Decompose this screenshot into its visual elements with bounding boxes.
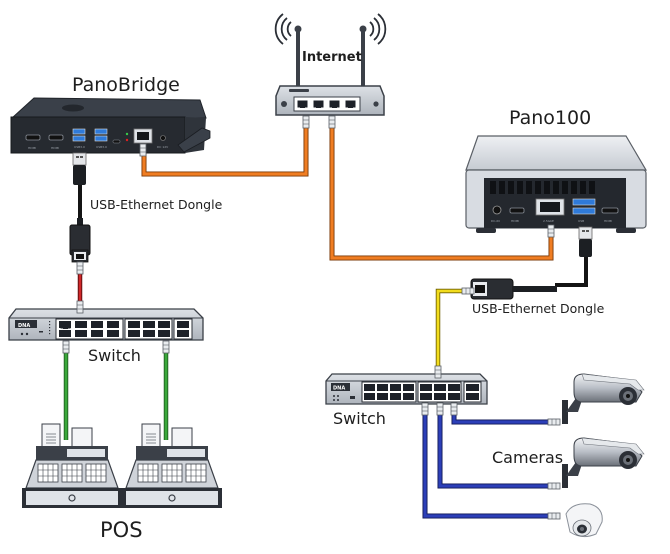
hdmi-port-icon <box>48 134 64 141</box>
port-label: USB3.0 <box>96 145 107 149</box>
cash-register-icon <box>122 423 222 508</box>
cable-switch-camera-3 <box>422 410 552 519</box>
network-switch-icon: DNA <box>325 365 488 416</box>
cable-dongle-switch-right <box>435 288 462 372</box>
security-camera-icon <box>547 437 645 490</box>
port-label: 2.5GbE <box>543 219 554 223</box>
cameras-label: Cameras <box>492 448 563 467</box>
router-label: Internet <box>302 50 362 65</box>
cable-panobridge-router <box>141 122 309 177</box>
cable-switch-camera-2 <box>437 410 552 489</box>
wifi-router-icon <box>274 13 387 129</box>
usb-cable-pano100-dongle <box>555 255 588 287</box>
cable-switch-camera-1 <box>451 410 552 425</box>
switch-badge: DNA <box>18 323 30 329</box>
network-switch-icon: DNA <box>8 300 204 354</box>
port-label: HDMI <box>28 146 36 150</box>
security-camera-icon <box>547 373 645 426</box>
port-label: USB <box>578 219 584 223</box>
port-label: HDMI <box>604 219 612 223</box>
usb-ethernet-dongle-icon <box>69 218 91 275</box>
ethernet-port-icon <box>133 128 153 144</box>
pano100-label: Pano100 <box>509 107 591 129</box>
usb-plug-icon <box>578 226 593 257</box>
port-label: DC 12V <box>157 145 169 149</box>
panobridge-device: HDMI HDMI USB3.0 USB3.0 DC 12V <box>10 97 211 157</box>
hdmi-port-icon <box>25 134 41 141</box>
cable-router-pano100 <box>329 122 554 261</box>
usb-port-icon <box>94 128 108 142</box>
switch-left-label: Switch <box>88 346 141 365</box>
port-label: HDMI <box>51 146 59 150</box>
ethernet-port-icon <box>535 198 565 216</box>
usb-ethernet-dongle-icon <box>461 278 557 300</box>
pano100-device: DC-IN HDMI 2.5GbE USB HDMI <box>465 135 648 238</box>
port-label: DC-IN <box>491 219 500 223</box>
port-label: HDMI <box>511 219 519 223</box>
usb-port-icon <box>72 128 86 142</box>
port-label: USB3.0 <box>74 145 85 149</box>
panobridge-label: PanoBridge <box>72 74 180 96</box>
wifi-signal-icon <box>274 13 387 45</box>
cash-register-icon <box>22 423 122 508</box>
usb-port-icon <box>572 198 596 215</box>
dome-camera-icon <box>547 503 603 538</box>
dongle-right-label: USB-Ethernet Dongle <box>472 301 605 316</box>
pos-label: POS <box>100 518 143 542</box>
dongle-left-label: USB-Ethernet Dongle <box>90 197 223 212</box>
switch-badge: DNA <box>333 386 345 392</box>
switch-right-label: Switch <box>333 409 386 428</box>
usb-plug-icon <box>72 152 87 185</box>
